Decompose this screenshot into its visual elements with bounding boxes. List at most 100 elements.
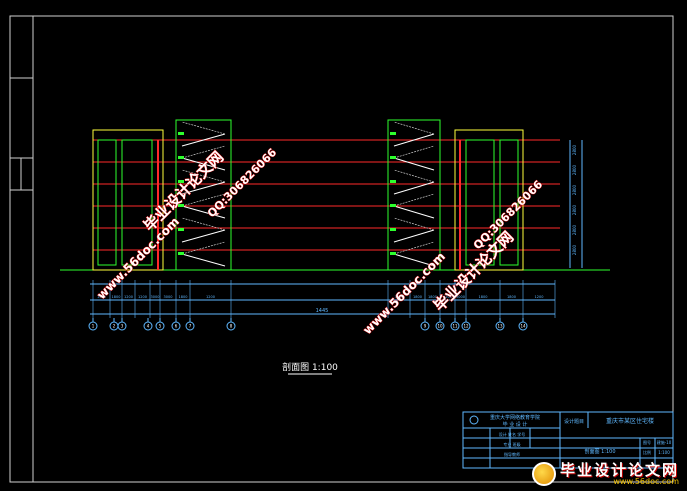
dimension-label-left: 3000 (151, 295, 160, 299)
dimension-label-right: 1800 (413, 295, 422, 299)
stair-flight-dashed (393, 169, 435, 183)
left-building-outline (92, 129, 164, 271)
axis-bubble (185, 321, 195, 331)
landing-slab (178, 132, 184, 135)
stair-flight (393, 229, 435, 243)
school-emblem-icon (469, 415, 479, 425)
dimension-label-right: 1200 (535, 295, 544, 299)
axis-bubble-label: 10 (437, 324, 443, 329)
stair-flight (393, 253, 435, 267)
right-level-label: 2800 (572, 224, 577, 235)
section-title: 剖面图 1:100 (282, 361, 338, 373)
axis-bubble-label: 4 (147, 324, 150, 329)
stair-flight (181, 205, 226, 219)
axis-bubble-label: 7 (189, 324, 192, 329)
axis-bubble-label: 13 (497, 324, 503, 329)
axis-bubble-label: 5 (159, 324, 162, 329)
title-row-1: 设计 姓名 学号 (499, 431, 526, 437)
axis-bubble-label: 12 (463, 324, 469, 329)
axis-bubble (518, 321, 528, 331)
dimension-label-right: 1200 (443, 295, 452, 299)
title-row-3: 指导教师 (504, 451, 520, 457)
stair-flight-dashed (181, 241, 226, 255)
dimension-label-right: 1800 (479, 295, 488, 299)
axis-bubble (226, 321, 236, 331)
title-row-2: 专业 班级 (503, 441, 520, 447)
dimension-label-right: 1800 (507, 295, 516, 299)
stair-flight-dashed (393, 121, 435, 135)
project-label: 设计题目 (564, 418, 584, 425)
stair-flight-dashed (181, 169, 226, 183)
axis-bubble (143, 321, 153, 331)
stair-flight (181, 181, 226, 195)
left-building (92, 129, 164, 271)
stair-flight-dashed (181, 121, 226, 135)
dimension-label-left: 1200 (124, 295, 133, 299)
right-level-label: 2800 (572, 164, 577, 175)
stair-flight (181, 133, 226, 147)
stair-flight-dashed (181, 217, 226, 231)
axis-bubble (420, 321, 430, 331)
scale-label: 比例 (643, 449, 651, 455)
axis-bubble-label: 8 (230, 324, 233, 329)
right-building (454, 129, 524, 271)
axis-bubble-label: 14 (520, 324, 526, 329)
right-level-label: 2800 (572, 244, 577, 255)
drawing-name: 剖面图 1:100 (585, 448, 616, 455)
stair-flight-dashed (393, 145, 435, 159)
axis-bubble (450, 321, 460, 331)
stair-flight-dashed (393, 217, 435, 231)
project-name: 重庆市某区住宅楼 (606, 417, 654, 425)
left-stair-outline (175, 119, 232, 271)
landing-slab (390, 228, 396, 231)
axis-bubble-label: 2 (113, 324, 116, 329)
logo-text: 毕业设计论文网 www.56doc.com (560, 462, 679, 486)
landing-slab (178, 180, 184, 183)
binding-strip-top (9, 15, 34, 79)
stair-flight-dashed (393, 241, 435, 255)
axis-bubble (435, 321, 445, 331)
axis-bubble (155, 321, 165, 331)
stair-flight (393, 157, 435, 171)
landing-slab (178, 204, 184, 207)
dimension-label-right: 3000 (456, 295, 465, 299)
landing-slab (390, 204, 396, 207)
floor-lines (93, 139, 560, 251)
stair-flight-dashed (181, 193, 226, 207)
landing-slab (178, 252, 184, 255)
left-building-room (121, 139, 153, 266)
stair-flight (181, 253, 226, 267)
logo-emblem-icon (531, 462, 556, 486)
sheet-label: 图号 (643, 439, 651, 445)
stair-flight (181, 157, 226, 171)
axis-bubble (495, 321, 505, 331)
sheet-frame-inner (32, 15, 674, 483)
title-subtitle: 毕 业 设 计 (503, 421, 528, 428)
landing-slab (390, 156, 396, 159)
right-level-label: 2800 (572, 144, 577, 155)
landing-slab (390, 132, 396, 135)
stair-flight-dashed (181, 145, 226, 159)
stair-flight (181, 229, 226, 243)
left-building-column (97, 139, 117, 266)
total-dimension: 1445 (316, 308, 329, 314)
scale-value: 1:100 (658, 450, 670, 455)
axis-bubble-label: 9 (424, 324, 427, 329)
dimension-label-left: 1800 (112, 295, 121, 299)
landing-slab (178, 228, 184, 231)
right-building-room (465, 139, 495, 266)
logo-url: www.56doc.com (613, 476, 679, 486)
dimension-label-left: 1200 (138, 295, 147, 299)
right-building-column (499, 139, 519, 266)
right-level-label: 2800 (572, 184, 577, 195)
sheet-value: 建施-10 (657, 439, 672, 445)
site-logo: 毕业设计论文网 www.56doc.com (531, 461, 679, 487)
left-stair-core (175, 119, 232, 271)
landing-slab (390, 180, 396, 183)
axis-bubble-label: 3 (121, 324, 124, 329)
